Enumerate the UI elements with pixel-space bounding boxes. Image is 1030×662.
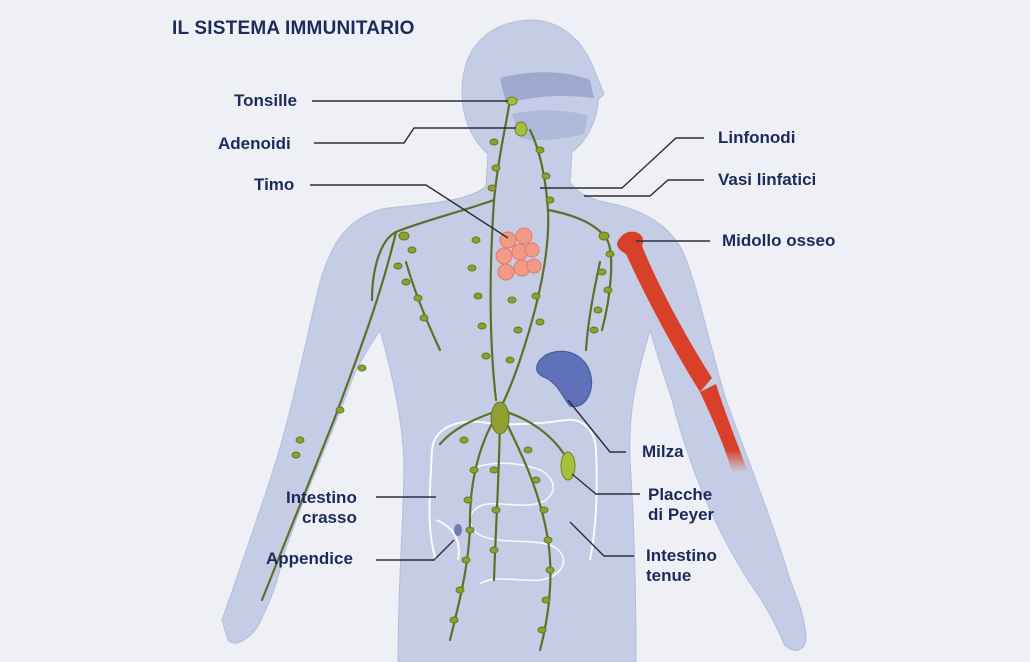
label-linfonodi: Linfonodi: [718, 128, 795, 148]
label-tenue-line1: Intestino: [646, 546, 717, 566]
label-placche-di-peyer: Placche di Peyer: [648, 485, 714, 525]
label-crasso-line1: Intestino: [286, 488, 357, 508]
label-placche-line2: di Peyer: [648, 505, 714, 525]
label-midollo-osseo: Midollo osseo: [722, 231, 835, 251]
tonsil-organ: [507, 97, 517, 105]
label-tenue-line2: tenue: [646, 566, 717, 586]
adenoid-organ: [515, 122, 527, 136]
label-tonsille: Tonsille: [234, 91, 297, 111]
label-timo: Timo: [254, 175, 294, 195]
label-intestino-tenue: Intestino tenue: [646, 546, 717, 586]
label-appendice: Appendice: [266, 549, 353, 569]
diagram-title: IL SISTEMA IMMUNITARIO: [172, 18, 415, 40]
label-vasi-linfatici: Vasi linfatici: [718, 170, 816, 190]
label-adenoidi: Adenoidi: [218, 134, 291, 154]
appendix-organ: [454, 524, 462, 536]
label-intestino-crasso: Intestino crasso: [286, 488, 357, 528]
peyer-patch-organ: [561, 452, 575, 480]
label-crasso-line2: crasso: [286, 508, 357, 528]
label-placche-line1: Placche: [648, 485, 714, 505]
label-milza: Milza: [642, 442, 684, 462]
